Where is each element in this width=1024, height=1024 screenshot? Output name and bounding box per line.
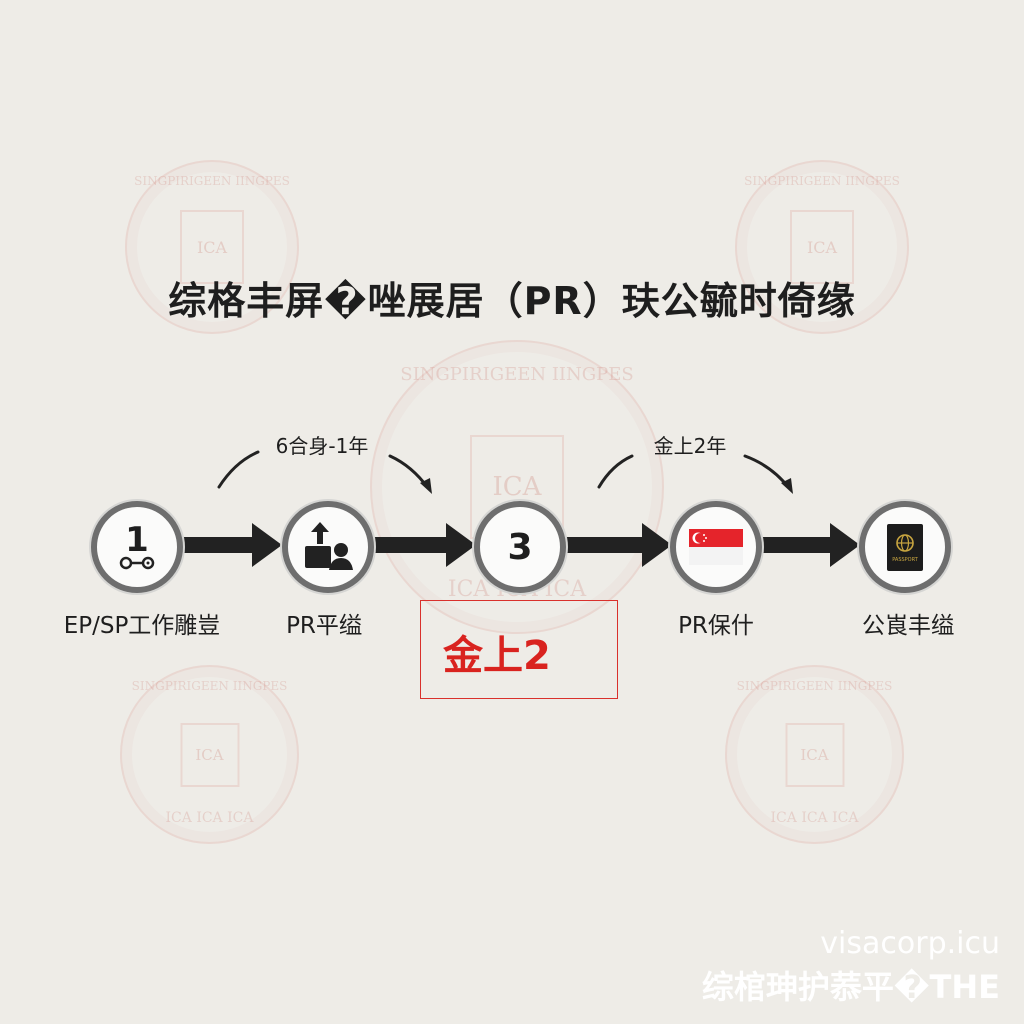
- step-1-badge: 1: [125, 520, 149, 560]
- seal-ring-text: SINGPIRIGEEN IINGPES: [134, 174, 290, 188]
- arrow-2-3: [374, 523, 476, 567]
- callout-text: 金上2: [443, 633, 551, 679]
- passport-text: PASSPORT: [892, 557, 919, 563]
- duration-arc-right-start: [597, 454, 634, 489]
- watermark-seal: SINGPIRIGEEN IINGPES ICA: [735, 160, 909, 334]
- watermark-seal: SINGPIRIGEEN IINGPES ICA ICA ICA ICA: [725, 665, 904, 844]
- watermark-seal: SINGPIRIGEEN IINGPES ICA ICA ICA ICA: [370, 340, 664, 634]
- footer-tagline: 综棺珅护菾平�THE: [701, 968, 1000, 1006]
- seal-bottom-text: ICA ICA ICA: [165, 810, 254, 826]
- seal-ring-text: SINGPIRIGEEN IINGPES: [400, 364, 634, 385]
- page-title: 综格丰屏�唑展居（PR）玞公毓时倚缘: [168, 279, 856, 323]
- watermark-seal: SINGPIRIGEEN IINGPES ICA: [125, 160, 299, 334]
- seal-center-text: ICA: [785, 722, 844, 787]
- seal-center-text: ICA: [180, 722, 239, 787]
- seal-bottom-text: ICA ICA ICA: [770, 810, 859, 826]
- arrow-4-5: [762, 523, 860, 567]
- footer-domain: visacorp.icu: [820, 926, 1000, 961]
- step-3-badge: 3: [507, 526, 533, 568]
- duration-arc-left-start: [217, 450, 260, 489]
- seal-ring-text: SINGPIRIGEEN IINGPES: [736, 679, 893, 693]
- link-icon: [119, 556, 155, 570]
- step-1-label: EP/SP工作雕豈: [63, 613, 221, 639]
- step-4-label: PR保什: [678, 613, 754, 639]
- step-2-label: PR平缢: [286, 613, 362, 639]
- seal-center-text: ICA: [180, 210, 244, 284]
- passport-icon: PASSPORT: [887, 524, 923, 571]
- arrow-3-4: [566, 523, 672, 567]
- seal-ring-text: SINGPIRIGEEN IINGPES: [131, 679, 288, 693]
- seal-ring-text: SINGPIRIGEEN IINGPES: [744, 174, 900, 188]
- seal-center-text: ICA: [790, 210, 854, 284]
- duration-label-1: 6合身-1年: [275, 434, 369, 458]
- person-upload-icon: [305, 522, 353, 570]
- step-3-node: 3: [474, 501, 566, 593]
- watermark-seal: SINGPIRIGEEN IINGPES ICA ICA ICA ICA: [120, 665, 299, 844]
- highlight-callout: 金上2: [420, 600, 618, 699]
- step-2-node: [282, 501, 374, 593]
- step-5-label: 公崀丰缢: [862, 613, 954, 639]
- singapore-flag-icon: [689, 529, 743, 565]
- step-4-node: [670, 501, 762, 593]
- step-1-node: 1: [91, 501, 183, 593]
- step-5-node: PASSPORT: [859, 501, 951, 593]
- duration-label-2: 金上2年: [653, 434, 727, 458]
- arrow-1-2: [184, 523, 282, 567]
